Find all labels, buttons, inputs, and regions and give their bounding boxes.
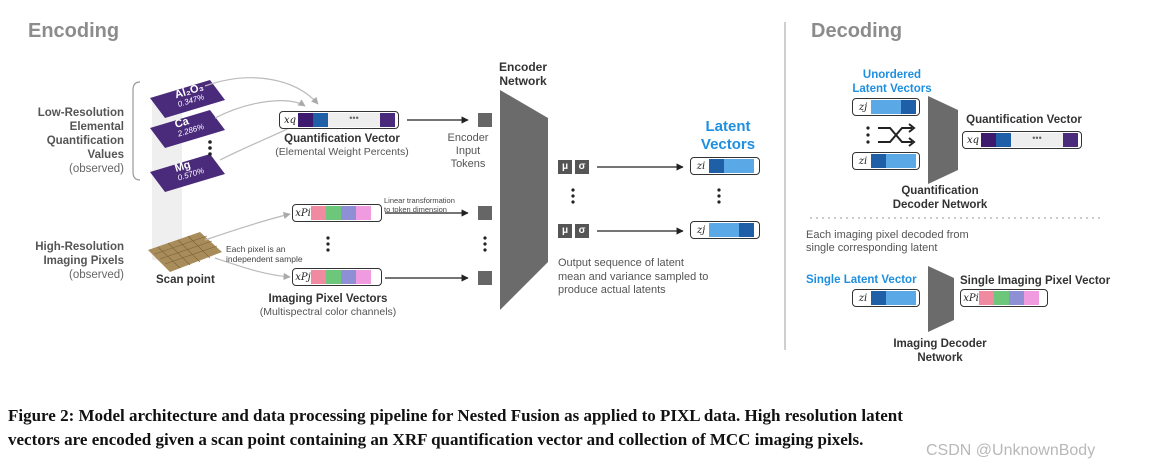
diagram-shapes	[132, 22, 1100, 350]
single-latent-label: Single Latent Vector	[806, 274, 917, 286]
single-pixel-label: Single Imaging Pixel Vector	[960, 275, 1111, 287]
watermark: CSDN @UnknownBody	[926, 442, 1096, 459]
decoder-latent-j: zj	[852, 98, 920, 116]
imaging-decoder-shape	[928, 266, 954, 332]
latent-vectors-title: Latent Vectors	[700, 118, 756, 153]
output-note: Output sequence of latent mean and varia…	[558, 257, 709, 296]
figure-caption: Figure 2: Model architecture and data pr…	[8, 404, 1148, 452]
decoding-quant-title: Quantification Vector	[966, 114, 1082, 126]
decoder-single-pixel: xPi	[960, 289, 1048, 307]
scan-point-grid	[148, 232, 222, 272]
sigma-box: σ	[575, 224, 589, 238]
caption-line-1: Figure 2: Model architecture and data pr…	[8, 406, 903, 425]
low-res-bracket	[132, 81, 141, 181]
unordered-latents-label: Unordered Latent Vectors	[852, 69, 932, 95]
pixel-vectors-caption: Imaging Pixel Vectors (Multispectral col…	[259, 293, 397, 318]
low-res-label: Low-Resolution Elemental Quantification …	[37, 107, 124, 175]
sigma-box: σ	[575, 160, 589, 174]
layer-al2o3	[150, 80, 225, 118]
encoder-token	[478, 271, 492, 285]
layer-ca	[150, 110, 225, 148]
mu-box: μ	[558, 224, 572, 238]
latent-vector-i: zi	[690, 157, 760, 175]
quant-vector: xq •••	[279, 111, 399, 129]
linear-note: Linear transformation to token dimension	[384, 196, 455, 214]
encoding-title: Encoding	[28, 20, 120, 42]
decoding-pixel-note: Each imaging pixel decoded from single c…	[806, 229, 969, 254]
encoder-input-label: Encoder Input Tokens	[447, 132, 489, 170]
high-res-label: High-Resolution Imaging Pixels (observed…	[35, 241, 124, 281]
quant-vector-caption: Quantification Vector (Elemental Weight …	[275, 133, 409, 158]
decoding-title: Decoding	[811, 20, 903, 42]
encoder-network-label: Encoder Network	[498, 60, 547, 88]
layer-mg	[150, 154, 225, 192]
quant-decoder-shape	[928, 96, 958, 184]
pixel-note: Each pixel is an independent sample	[226, 244, 303, 264]
caption-line-2: vectors are encoded given a scan point c…	[8, 430, 864, 449]
encoder-token	[478, 113, 492, 127]
quant-vector-symbol: xq	[283, 114, 297, 126]
quant-decoder-label: Quantification Decoder Network	[892, 185, 988, 211]
pixel-vector-j: xPj	[292, 268, 382, 286]
pixel-vector-i: xPi	[292, 204, 382, 222]
mu-box: μ	[558, 160, 572, 174]
scan-point-label: Scan point	[156, 274, 215, 286]
decoder-single-latent: zi	[852, 289, 920, 307]
encoder-token	[478, 206, 492, 220]
imaging-decoder-label: Imaging Decoder Network	[893, 338, 987, 364]
decoding-quant-vector: xq •••	[962, 131, 1082, 149]
latent-vector-j: zj	[690, 221, 760, 239]
decoder-latent-i: zi	[852, 152, 920, 170]
encoder-network-shape	[500, 90, 548, 310]
